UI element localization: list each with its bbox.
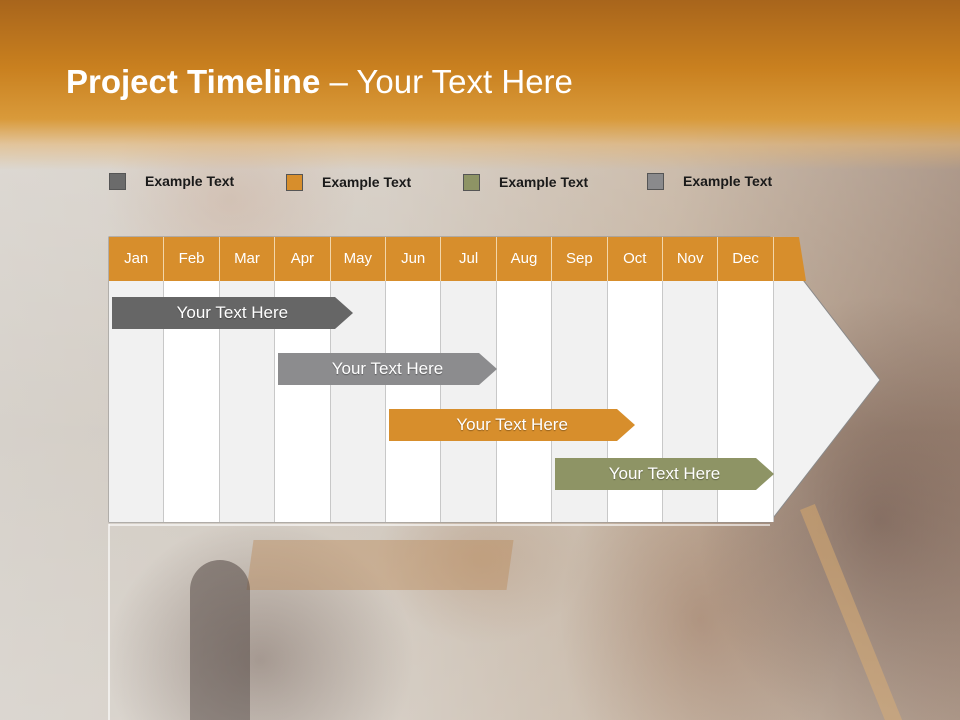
title-rest: – Your Text Here — [320, 63, 573, 100]
title-bold: Project Timeline — [66, 63, 321, 100]
legend-swatch-1 — [109, 172, 126, 190]
task-bar-body — [112, 297, 335, 329]
legend-item-3: Example Text — [463, 172, 588, 192]
month-header-feb: Feb — [164, 237, 220, 281]
month-column-jul — [441, 281, 497, 522]
month-column-aug — [496, 281, 553, 522]
task-bar-1[interactable]: Your Text Here — [112, 297, 353, 329]
task-bar-body — [555, 458, 756, 490]
task-bar-3[interactable]: Your Text Here — [389, 409, 636, 441]
task-bar-arrow-tip — [334, 297, 353, 329]
month-header-nov: Nov — [663, 237, 719, 281]
legend-item-4: Example Text — [647, 171, 772, 191]
legend-swatch-4 — [647, 172, 664, 190]
legend-label-4: Example Text — [683, 173, 773, 189]
task-bar-label: Your Text Here — [331, 359, 444, 378]
task-bar-arrow-tip — [478, 353, 497, 385]
slide-title: Project Timeline – Your Text Here — [66, 58, 573, 106]
month-header-jul: Jul — [441, 237, 497, 281]
month-header-sep: Sep — [552, 237, 608, 281]
legend-label-3: Example Text — [499, 174, 589, 190]
legend-swatch-3 — [463, 173, 480, 191]
legend-item-2: Example Text — [286, 172, 411, 192]
month-header-oct: Oct — [607, 237, 663, 281]
month-header-may: May — [330, 237, 386, 281]
task-bar-4[interactable]: Your Text Here — [555, 458, 774, 490]
month-header-dec: Dec — [718, 237, 774, 281]
task-bar-label: Your Text Here — [176, 303, 289, 322]
legend-swatch-2 — [286, 173, 303, 191]
legend-label-2: Example Text — [322, 174, 412, 190]
month-header-mar: Mar — [219, 237, 276, 281]
month-header-jun: Jun — [386, 237, 442, 281]
task-bar-label: Your Text Here — [456, 415, 568, 434]
month-header-apr: Apr — [275, 237, 331, 281]
task-bar-body — [278, 353, 479, 385]
month-header-jan: Jan — [109, 237, 165, 281]
header-band — [0, 0, 960, 170]
task-bar-arrow-tip — [617, 409, 636, 441]
legend-label-1: Example Text — [145, 173, 235, 189]
month-column-jun — [386, 281, 442, 522]
background-chair-leg — [190, 560, 250, 720]
task-bar-label: Your Text Here — [608, 464, 721, 483]
task-bar-arrow-tip — [755, 458, 774, 490]
timeline-header-arrow-tip — [770, 237, 806, 281]
month-header-aug: Aug — [496, 237, 553, 281]
task-bar-2[interactable]: Your Text Here — [278, 353, 497, 385]
legend-item-1: Example Text — [109, 171, 234, 191]
task-bar-body — [389, 409, 618, 441]
